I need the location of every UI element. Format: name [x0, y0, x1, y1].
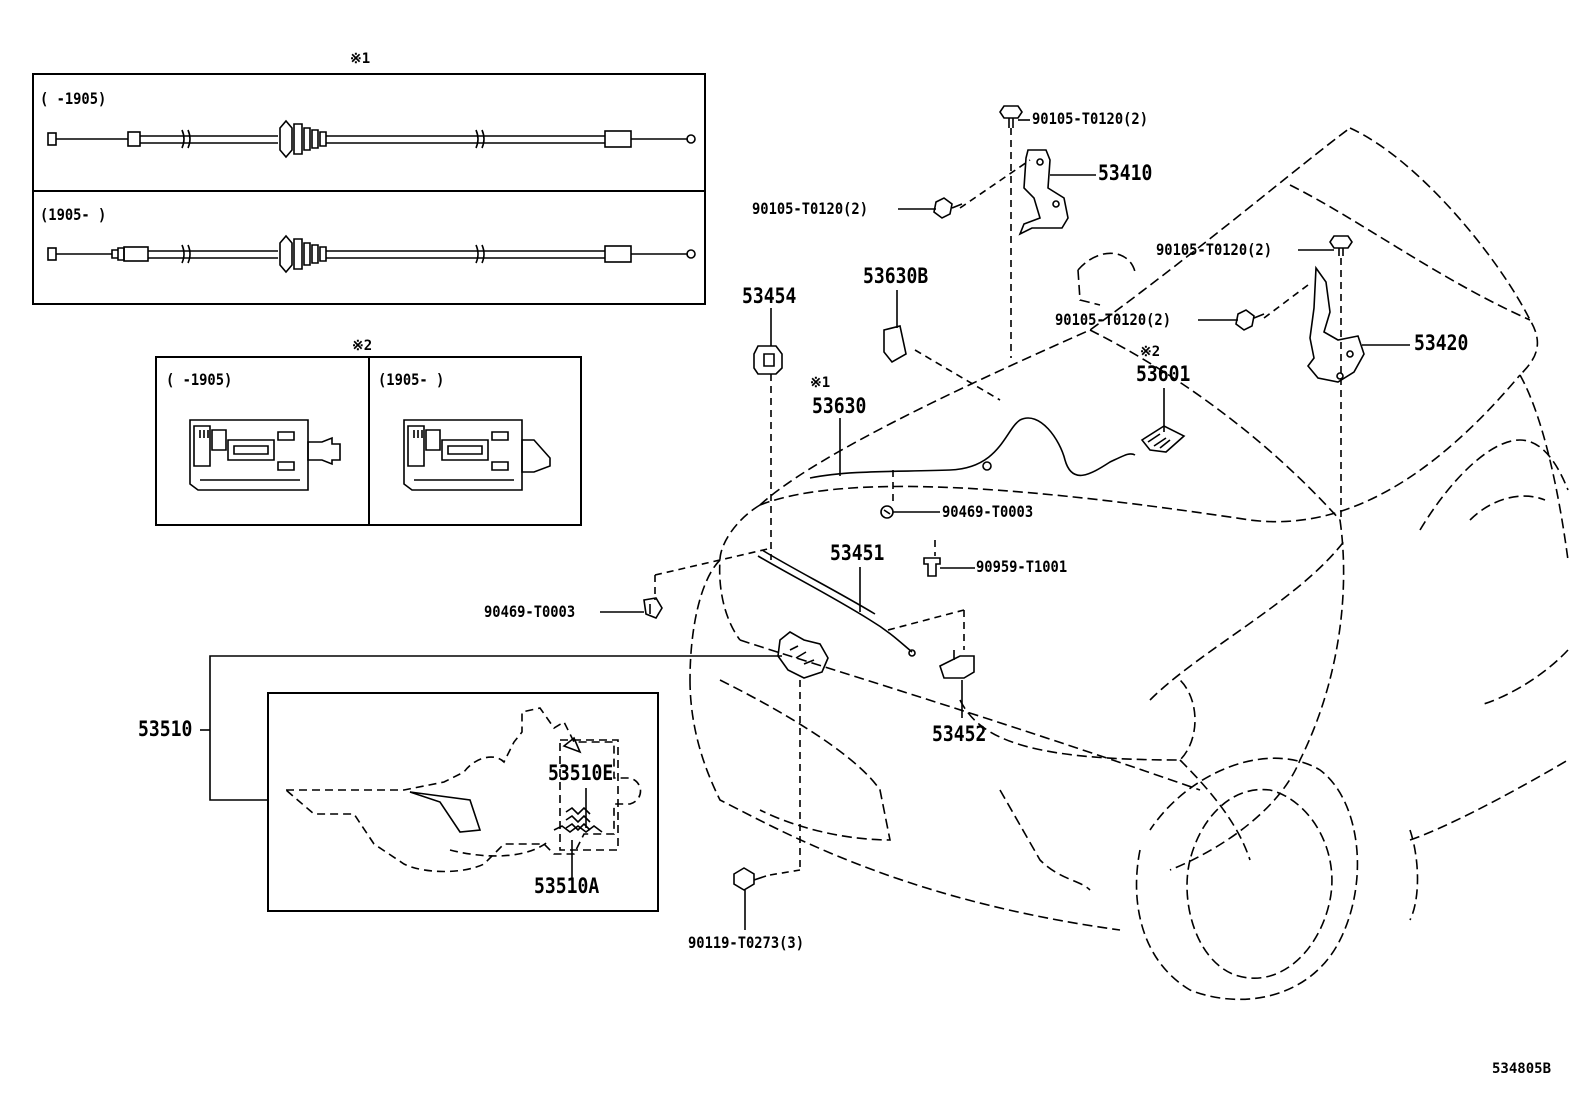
clip-left — [643, 597, 663, 619]
hood-switch — [1140, 425, 1186, 453]
part-label-53410: 53410 — [1098, 161, 1153, 185]
part-label-53452: 53452 — [932, 722, 987, 746]
hood-cushion — [923, 557, 941, 577]
cable-inset-frame — [32, 73, 706, 305]
cable-variant-after-label: (1905- ) — [40, 205, 107, 224]
assembly-dashed-leaders — [654, 128, 1342, 876]
part-marker-53601: ※2 — [1140, 344, 1161, 360]
part-label-53510: 53510 — [138, 717, 193, 741]
switch-inset-marker: ※2 — [352, 338, 373, 354]
part-label-53451: 53451 — [830, 541, 885, 565]
cable-inset-marker: ※1 — [350, 51, 371, 67]
hinge-bolt-right-top — [1329, 235, 1353, 256]
part-label-bolt-left-hinge: 90105-T0120(2) — [752, 199, 868, 218]
switch-variant-after-label: (1905- ) — [378, 370, 445, 389]
part-label-clip-left: 90469-T0003 — [484, 602, 576, 621]
label-leaders — [600, 119, 1410, 930]
part-label-bolt-top: 90105-T0120(2) — [1032, 109, 1148, 128]
switch-variant-before-label: ( -1905) — [166, 370, 233, 389]
figure-id: 534805B — [1492, 1061, 1552, 1077]
part-label-53510E: 53510E — [548, 761, 614, 785]
part-label-53510A: 53510A — [534, 874, 600, 898]
hood-hinge-right — [1306, 265, 1365, 383]
switch-inset-frame — [155, 356, 582, 526]
part-marker-53630: ※1 — [810, 375, 831, 391]
cable-grommet — [883, 325, 907, 364]
hood-support-bracket — [939, 650, 975, 679]
hood-lock-detail-box — [267, 692, 659, 912]
vehicle-outline — [689, 127, 1569, 1001]
hinge-bolt-top — [999, 105, 1023, 128]
hood-hinge-left — [1018, 149, 1069, 236]
release-cable-variant-before — [47, 119, 696, 159]
hood-support-holder — [753, 345, 783, 375]
hood-lock-reference-bracket — [200, 655, 782, 801]
release-cable-variant-after — [47, 234, 696, 274]
hood-support-rod — [757, 549, 916, 657]
part-label-bolt-right-mid: 90105-T0120(2) — [1055, 310, 1171, 329]
part-label-53601: 53601 — [1136, 362, 1191, 386]
hood-switch-variant-after — [403, 419, 551, 491]
hood-switch-variant-before — [189, 419, 341, 491]
lock-bolt — [733, 867, 767, 891]
cable-clip — [880, 505, 894, 519]
part-label-53630B: 53630B — [863, 264, 929, 288]
release-cable-routing — [809, 417, 1136, 479]
part-label-53420: 53420 — [1414, 331, 1469, 355]
part-label-bolt-right-top: 90105-T0120(2) — [1156, 240, 1272, 259]
hinge-bolt-right-mid — [1235, 309, 1265, 331]
part-label-cushion: 90959-T1001 — [976, 557, 1068, 576]
part-label-clip-cable: 90469-T0003 — [942, 502, 1034, 521]
part-label-53630: 53630 — [812, 394, 867, 418]
cable-variant-before-label: ( -1905) — [40, 89, 107, 108]
part-label-53454: 53454 — [742, 284, 797, 308]
part-label-bolt-lock: 90119-T0273(3) — [688, 933, 804, 952]
hood-lock-on-vehicle — [777, 631, 829, 679]
hinge-bolt-left — [933, 197, 963, 219]
